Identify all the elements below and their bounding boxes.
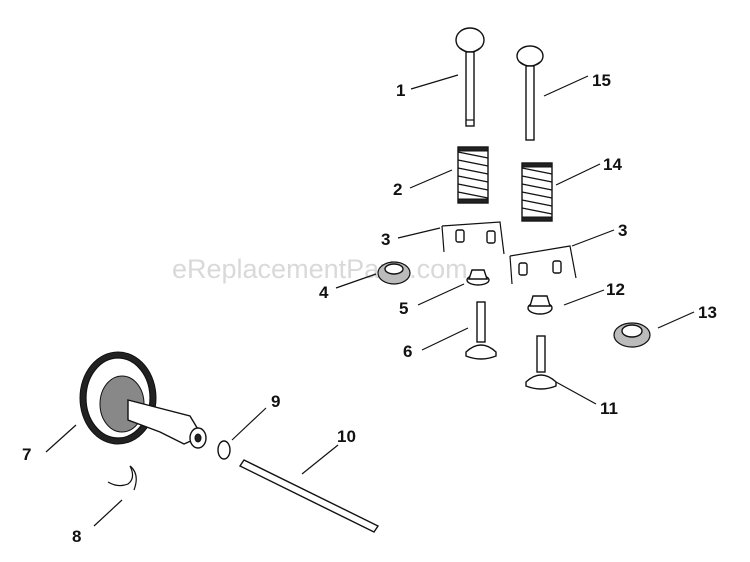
callout-5: 5: [399, 299, 408, 318]
part-10-shaft: [238, 459, 380, 533]
part-7-camshaft: [79, 351, 207, 449]
part-11-tappet: [525, 335, 557, 390]
callout-9: 9: [271, 392, 280, 411]
callout-14: 14: [603, 155, 622, 174]
part-5-cap: [466, 269, 490, 286]
callout-12: 12: [606, 280, 625, 299]
callout-11: 11: [600, 399, 618, 418]
part-13-retainer: [613, 322, 651, 348]
callout-15: 15: [592, 71, 611, 90]
callout-6: 6: [403, 342, 412, 361]
part-12-cap: [527, 295, 553, 315]
callout-1: 1: [396, 81, 405, 100]
part-9-washer: [217, 440, 231, 460]
part-6-tappet: [465, 301, 497, 360]
leader-lines: [45, 74, 695, 527]
part-14-spring: [521, 162, 553, 222]
callout-8: 8: [72, 527, 81, 546]
callout-3-right: 3: [618, 221, 627, 240]
part-15-valve: [516, 45, 544, 141]
callout-7: 7: [22, 445, 31, 464]
callout-4: 4: [319, 283, 329, 302]
part-8-clip: [107, 465, 137, 491]
callout-3-left: 3: [381, 230, 390, 249]
part-3-keepers-left: [441, 221, 505, 255]
callout-10: 10: [337, 427, 356, 446]
part-2-spring: [457, 146, 489, 204]
callout-13: 13: [698, 303, 717, 322]
callout-2: 2: [393, 180, 402, 199]
watermark-text: eReplacementParts.com: [172, 254, 468, 284]
part-1-valve: [455, 27, 485, 127]
part-4-retainer: [377, 261, 411, 285]
part-3-keepers-right: [509, 245, 577, 285]
